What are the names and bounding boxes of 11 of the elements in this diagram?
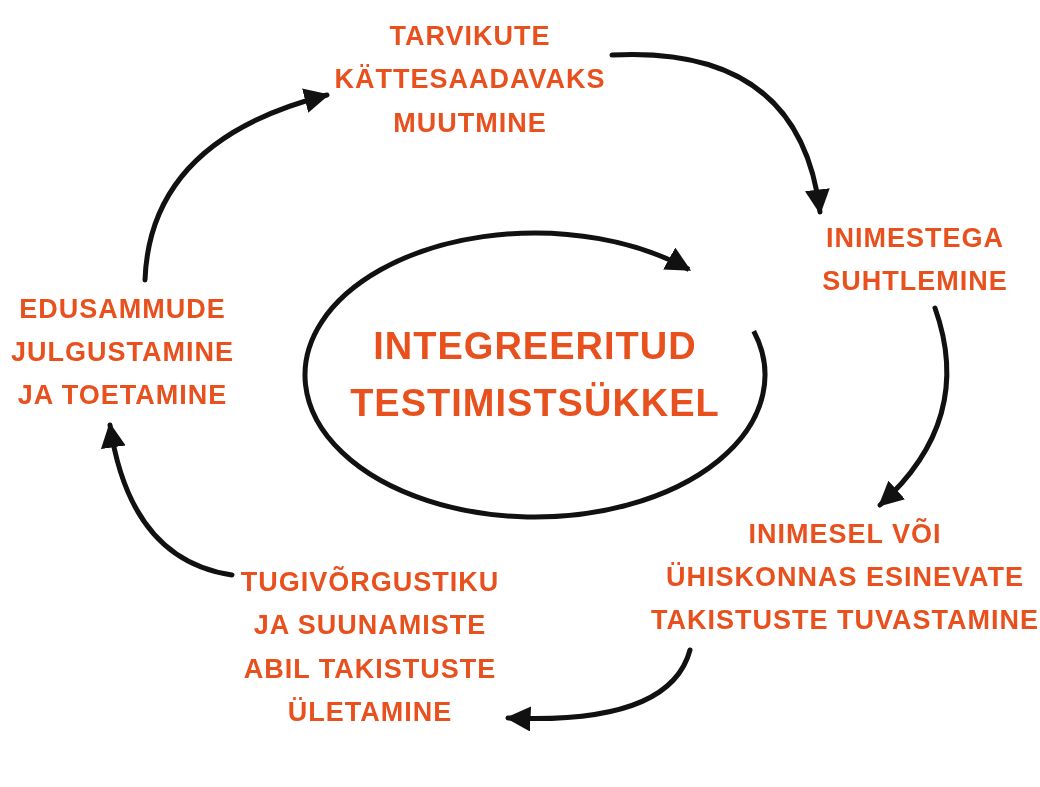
step-label: INIMESEL VÕI ÜHISKONNAS ESINEVATE TAKISTUSTE TUVASTAMINE bbox=[650, 510, 1040, 645]
step-label: INIMESTEGA SUHTLEMINE bbox=[810, 215, 1020, 305]
curved-arrow bbox=[142, 89, 330, 283]
curved-arrow bbox=[609, 52, 829, 215]
step-label: TUGIVÕRGUSTIKU JA SUUNAMISTE ABIL TAKISTUSTE ÜLETAMINE bbox=[235, 560, 505, 735]
step-label: EDUSAMMUDE JULGUSTAMINE JA TOETAMINE bbox=[10, 285, 235, 420]
step-label: TARVIKUTE KÄTTESAADAVAKS MUUTMINE bbox=[330, 15, 610, 145]
curved-arrow bbox=[505, 647, 693, 731]
curved-arrow bbox=[877, 305, 950, 508]
curved-arrow bbox=[101, 422, 235, 578]
center-title: INTEGREERITUD TESTIMISTSÜKKEL bbox=[349, 324, 721, 426]
